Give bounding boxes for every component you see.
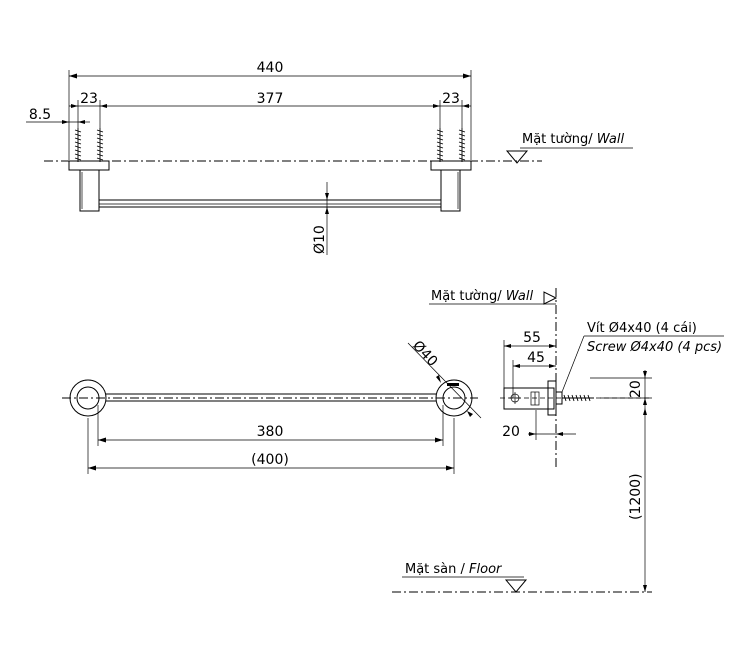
rod-top: [99, 199, 441, 208]
dim-23-left-text: 23: [80, 91, 98, 107]
dimension-1200: (1200): [628, 408, 647, 592]
dim-45-text: 45: [527, 350, 545, 366]
dimension-45: 45: [512, 350, 556, 398]
dimension-overall: 440: [68, 60, 472, 160]
dim-380-text: 380: [257, 424, 284, 440]
rod-front: [106, 393, 436, 402]
dim-20-base-text: 20: [502, 424, 520, 440]
screw-pair-right: [436, 128, 466, 162]
screw-label-vi: Vít Ø4x40 (4 cái): [587, 321, 697, 336]
dim-1200-text: (1200): [628, 473, 644, 520]
wall-label-side: Mặt tường/ Wall: [429, 289, 558, 305]
dimension-400: (400): [87, 418, 455, 474]
dim-55-text: 55: [523, 330, 541, 346]
side-view: Mặt tường/ Wall 55 45: [392, 288, 724, 593]
dimension-rod-diameter: Ø10: [312, 182, 329, 255]
rosette-right: [435, 379, 473, 417]
svg-text:Mặt tường/ Wall: Mặt tường/ Wall: [431, 289, 533, 304]
front-view: Ø40 380 (400): [62, 338, 482, 474]
dim-23-right-text: 23: [442, 91, 460, 107]
wall-label-top: Mặt tường/ Wall: [505, 132, 633, 164]
dim-377-text: 377: [257, 91, 284, 107]
dim-8-5-text: 8.5: [29, 107, 51, 123]
dim-rosette-diameter-text: Ø40: [409, 338, 440, 370]
screw-pair-left: [74, 128, 104, 162]
svg-text:Mặt tường/ Wall: Mặt tường/ Wall: [522, 132, 624, 147]
dimension-8-5: 8.5: [26, 107, 90, 124]
dim-400-text: (400): [251, 452, 289, 468]
rosette-left: [69, 379, 107, 417]
dimension-row-2: 23 377 23: [69, 91, 471, 128]
bracket-right-top: [430, 160, 472, 212]
dimension-20-right: 20: [590, 370, 652, 408]
dim-440-text: 440: [257, 60, 284, 76]
screw-label-en: Screw Ø4x40 (4 pcs): [587, 340, 722, 355]
dim-rod-diameter-text: Ø10: [312, 225, 328, 254]
dimension-380: 380: [97, 405, 444, 446]
floor-label: Mặt sàn / Floor: [392, 562, 652, 593]
dim-20-right-text: 20: [628, 380, 644, 398]
svg-text:Mặt sàn / Floor: Mặt sàn / Floor: [405, 562, 503, 577]
screw-label: Vít Ø4x40 (4 cái) Screw Ø4x40 (4 pcs): [561, 321, 724, 393]
dimension-55: 55: [503, 330, 556, 400]
bracket-left-top: [68, 160, 110, 212]
dimension-20-base: 20: [502, 410, 576, 440]
top-view: 440 23 377 23 8.5: [26, 60, 633, 255]
